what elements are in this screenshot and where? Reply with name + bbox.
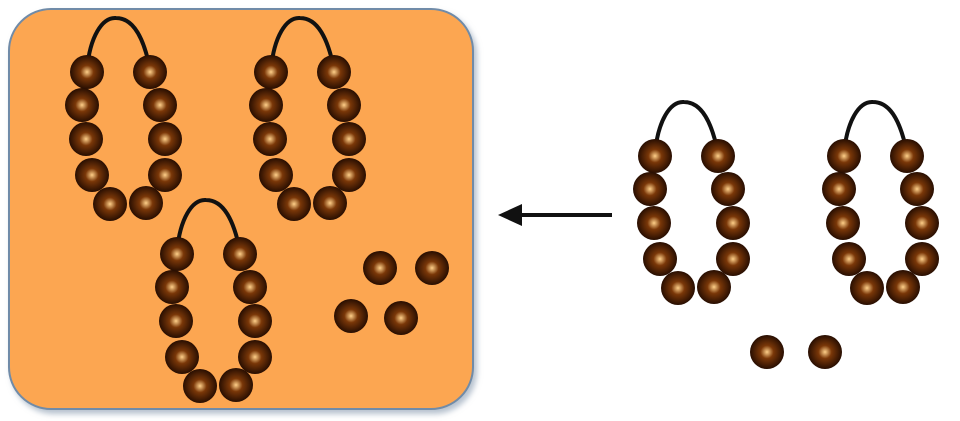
- bead-icon: [219, 368, 253, 402]
- bead-icon: [905, 206, 939, 240]
- bead-icon: [238, 304, 272, 338]
- bead-icon: [159, 304, 193, 338]
- bead-icon: [701, 139, 735, 173]
- necklace-string: [175, 198, 242, 252]
- necklace-string: [842, 100, 909, 154]
- bead-icon: [148, 158, 182, 192]
- bead-icon: [886, 270, 920, 304]
- bead-icon: [643, 242, 677, 276]
- bead-icon: [133, 55, 167, 89]
- bead-icon: [905, 242, 939, 276]
- bead-necklace-icon: [65, 16, 182, 221]
- loose-bead-icon: [415, 251, 449, 285]
- loose-bead-icon: [750, 335, 784, 369]
- bead-icon: [148, 122, 182, 156]
- bead-icon: [277, 187, 311, 221]
- bead-icon: [332, 158, 366, 192]
- bead-icon: [827, 139, 861, 173]
- bead-icon: [143, 88, 177, 122]
- bead-icon: [254, 55, 288, 89]
- bead-icon: [183, 369, 217, 403]
- bead-icon: [637, 206, 671, 240]
- bead-icon: [832, 242, 866, 276]
- bead-necklace-icon: [822, 100, 939, 305]
- necklace-string: [269, 16, 336, 70]
- bead-icon: [93, 187, 127, 221]
- bead-icon: [313, 186, 347, 220]
- bead-icon: [332, 122, 366, 156]
- bead-necklace-icon: [155, 198, 272, 403]
- bead-icon: [633, 172, 667, 206]
- bead-icon: [716, 206, 750, 240]
- loose-bead-icon: [334, 299, 368, 333]
- bead-icon: [697, 270, 731, 304]
- bead-icon: [65, 88, 99, 122]
- bead-icon: [900, 172, 934, 206]
- bead-icon: [850, 271, 884, 305]
- bead-necklace-icon: [633, 100, 750, 305]
- bead-icon: [822, 172, 856, 206]
- arrow-left-icon: [498, 204, 612, 226]
- bead-icon: [75, 158, 109, 192]
- bead-icon: [223, 237, 257, 271]
- bead-icon: [327, 88, 361, 122]
- bead-icon: [638, 139, 672, 173]
- bead-icon: [259, 158, 293, 192]
- bead-icon: [160, 237, 194, 271]
- bead-icon: [155, 270, 189, 304]
- bead-icon: [129, 186, 163, 220]
- bead-necklace-icon: [249, 16, 366, 221]
- bead-icon: [233, 270, 267, 304]
- necklace-string: [653, 100, 720, 154]
- bead-icon: [317, 55, 351, 89]
- bead-icon: [165, 340, 199, 374]
- bead-icon: [253, 122, 287, 156]
- loose-bead-icon: [384, 301, 418, 335]
- loose-bead-icon: [808, 335, 842, 369]
- loose-bead-icon: [363, 251, 397, 285]
- bead-icon: [661, 271, 695, 305]
- bead-icon: [716, 242, 750, 276]
- beads-layer: [65, 16, 939, 403]
- bead-icon: [890, 139, 924, 173]
- bead-icon: [711, 172, 745, 206]
- bead-icon: [826, 206, 860, 240]
- bead-icon: [70, 55, 104, 89]
- bead-icon: [238, 340, 272, 374]
- bead-icon: [249, 88, 283, 122]
- bead-icon: [69, 122, 103, 156]
- necklace-string: [85, 16, 152, 70]
